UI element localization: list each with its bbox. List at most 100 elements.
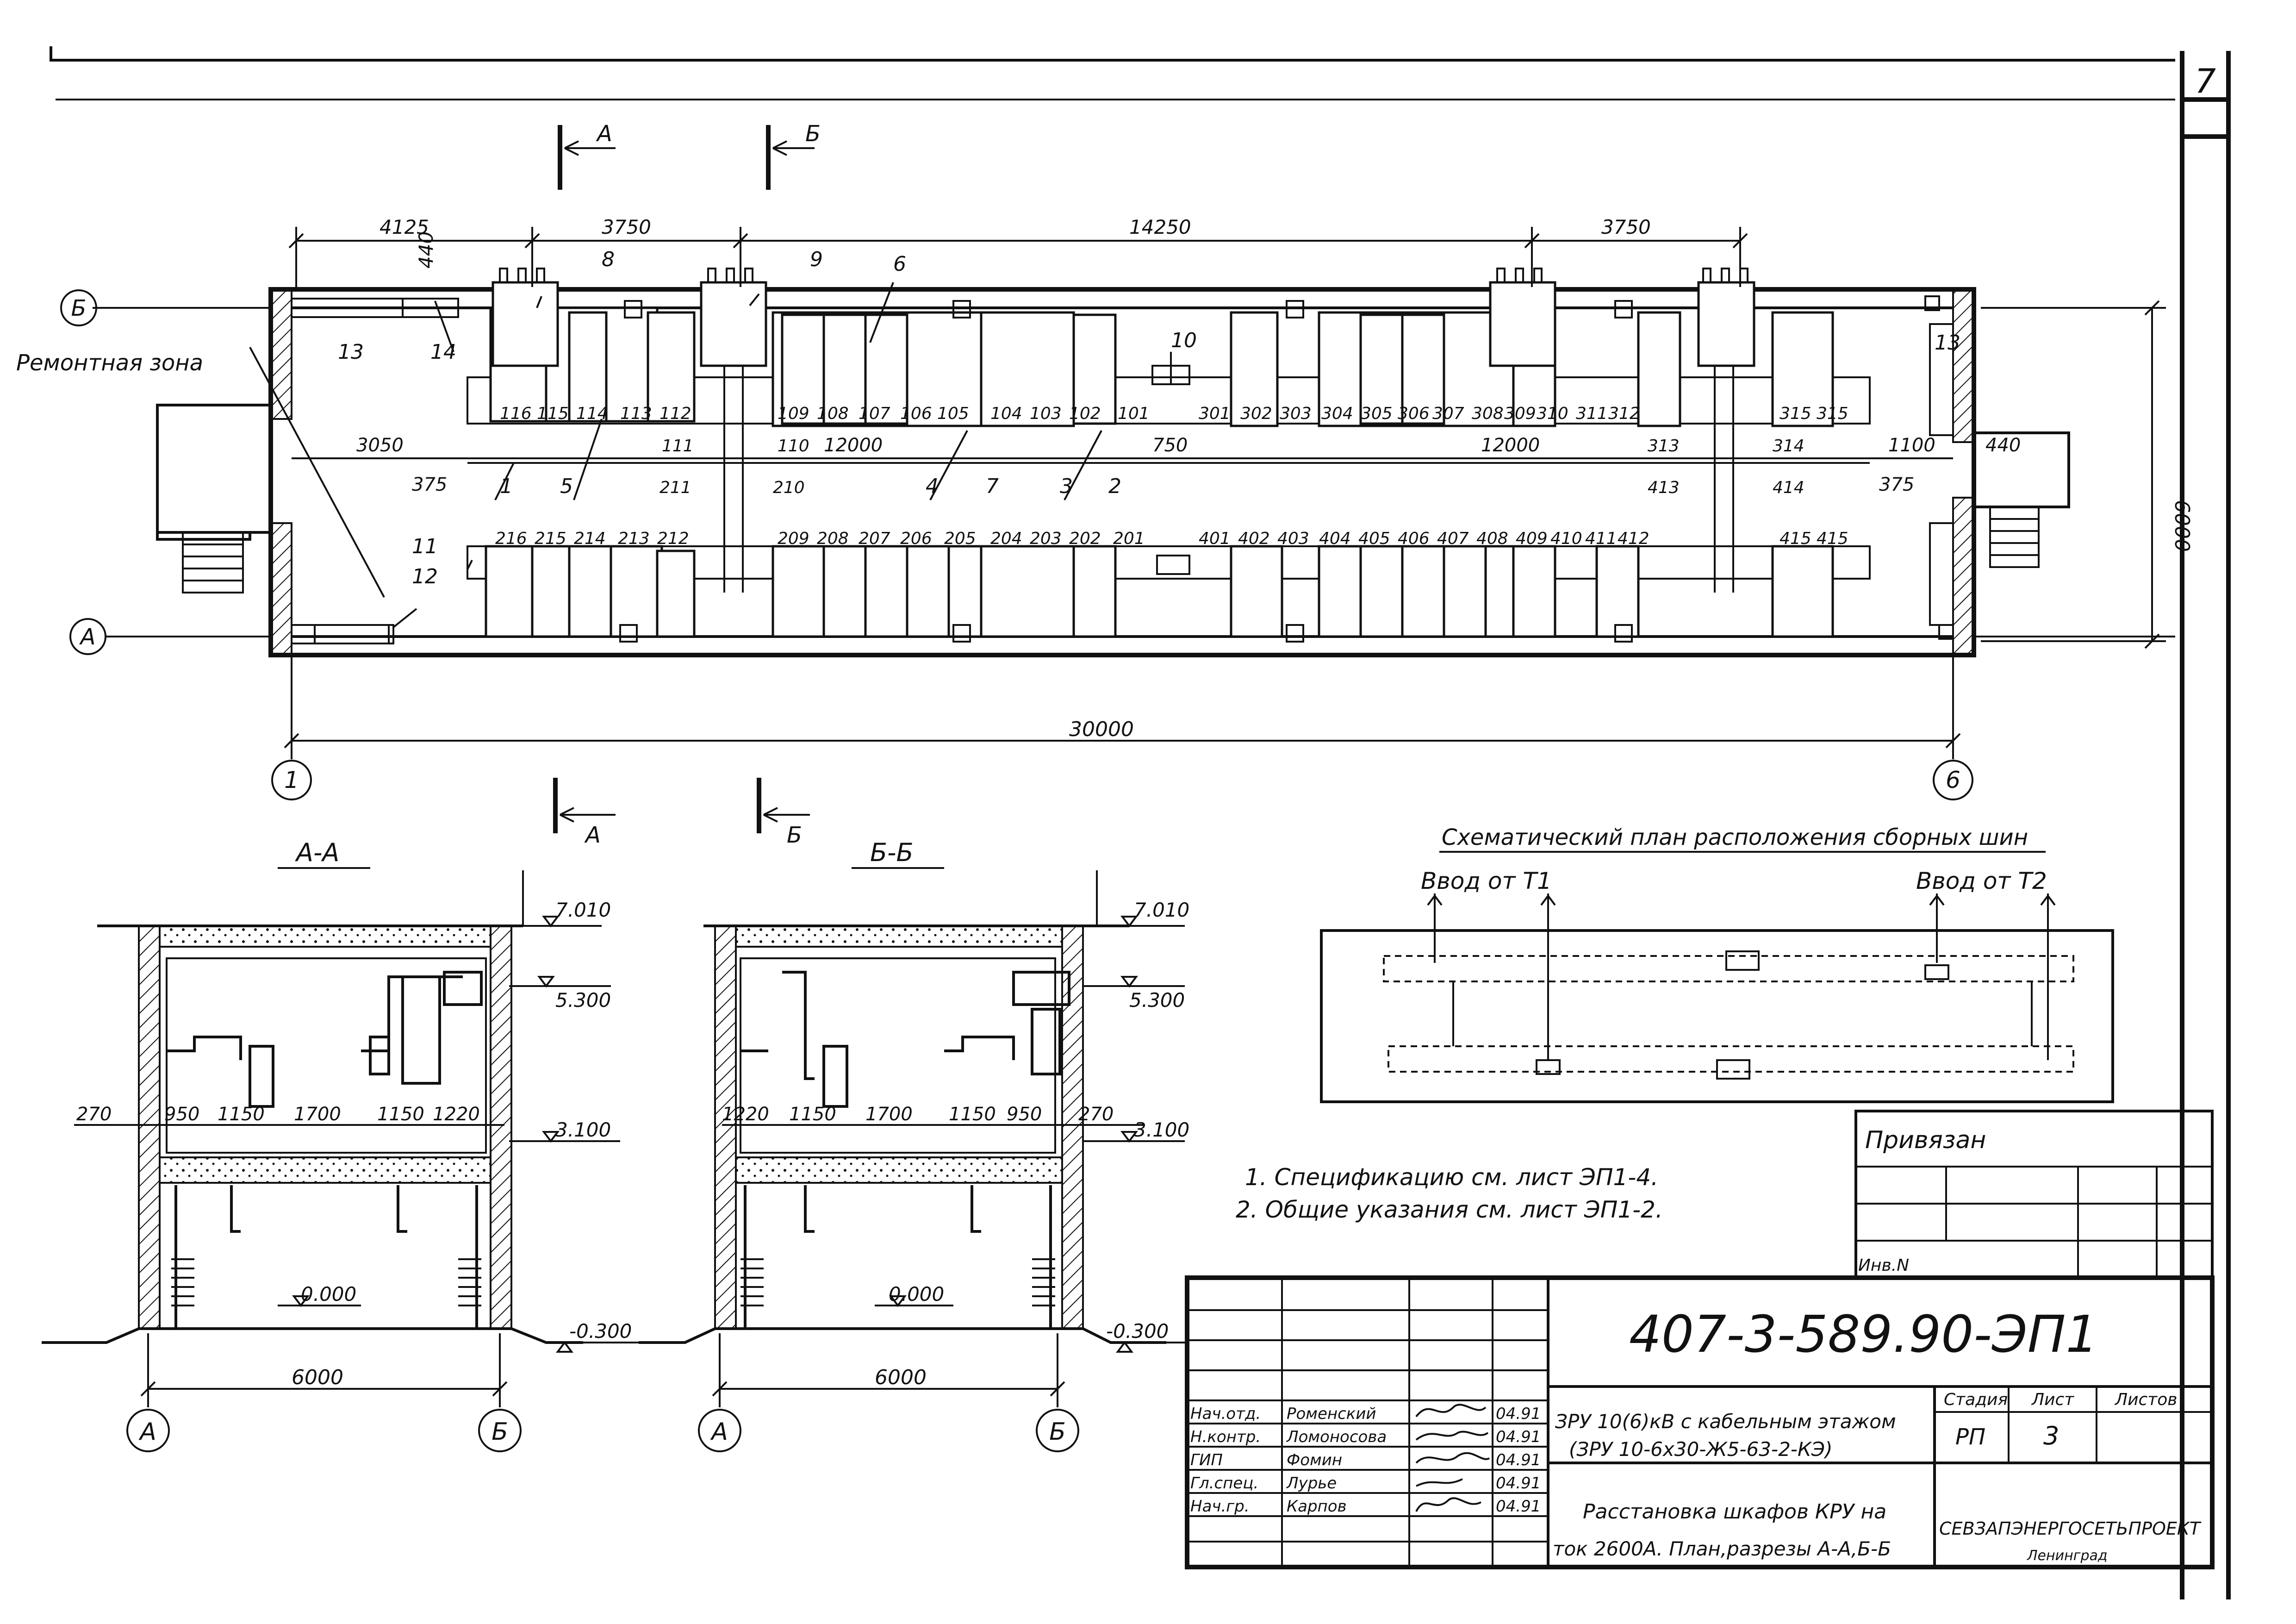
- axis-marker-1: 1: [271, 760, 312, 800]
- cell-216: 216: [495, 529, 527, 548]
- cell-208: 208: [817, 529, 849, 548]
- bus-label-413: 413: [1648, 478, 1680, 497]
- axis-marker-a: А: [69, 618, 106, 655]
- stage-value: РП: [1955, 1424, 1985, 1450]
- sheet-line-2: ток 2600А. План,разрезы А-А,Б-Б: [1553, 1537, 1891, 1560]
- dim-3750-left: 3750: [602, 216, 651, 238]
- staff-name-1: Роменский: [1287, 1405, 1376, 1423]
- bb-width-5: 950: [1007, 1104, 1042, 1125]
- section-aa-title: А-А: [295, 838, 339, 867]
- bus-corridor-top: [467, 376, 1871, 425]
- staff-date-5: 04.91: [1496, 1497, 1541, 1516]
- svg-text:Б: Б: [492, 1418, 508, 1446]
- cell-102: 102: [1069, 404, 1101, 423]
- aa-axis-a: А: [126, 1409, 170, 1452]
- repair-zone-label: Ремонтная зона: [16, 350, 203, 376]
- privyazan-block: Привязан Инв.N: [1854, 1110, 2214, 1279]
- svg-text:А: А: [596, 121, 612, 147]
- section-cut-mark-b: Б: [757, 778, 810, 848]
- dim-375-left: 375: [412, 474, 447, 495]
- repair-zone-annex: [156, 404, 271, 534]
- dim-30000: 30000: [1069, 718, 1134, 741]
- cell-301: 301: [1199, 404, 1231, 423]
- cell-412: 412: [1618, 529, 1649, 548]
- cell-315a: 315: [1780, 404, 1811, 423]
- input-t2-label: Ввод от Т2: [1916, 868, 2047, 894]
- staff-role-1: Нач.отд.: [1190, 1405, 1261, 1423]
- bb-elev-ground: -0.300: [1106, 1320, 1169, 1343]
- staff-role-5: Нач.гр.: [1190, 1497, 1250, 1516]
- cell-401: 401: [1199, 529, 1231, 548]
- cell-202: 202: [1069, 529, 1101, 548]
- callout-3: 3: [1060, 475, 1073, 498]
- cell-212: 212: [657, 529, 689, 548]
- row2-left-numbers: 216 215 214 213 212: [495, 529, 689, 548]
- callout-10: 10: [1171, 329, 1197, 352]
- object-line-2: (ЗРУ 10-6х30-Ж5-63-2-КЭ): [1569, 1438, 1832, 1461]
- cell-115: 115: [537, 404, 569, 423]
- top-dimension-chain: [288, 227, 1748, 292]
- cell-310: 310: [1537, 404, 1568, 423]
- dim-750: 750: [1152, 435, 1188, 456]
- section-aa: А А-А: [42, 778, 639, 1452]
- dim-375-right: 375: [1879, 474, 1914, 495]
- bus-label-211: 211: [660, 478, 691, 497]
- cabinet-row-bottom: [485, 545, 1834, 638]
- bb-width-3: 1700: [865, 1104, 913, 1125]
- cell-104: 104: [990, 404, 1022, 423]
- row1-mid-numbers: 109 108 107 106 105 104 103 102 101: [778, 404, 1150, 423]
- aa-elev-floor: 3.100: [555, 1118, 611, 1141]
- cell-204: 204: [990, 529, 1022, 548]
- callout-5: 5: [560, 475, 573, 498]
- cell-303: 303: [1280, 404, 1312, 423]
- section-bb-title: Б-Б: [870, 838, 914, 867]
- sheet-number: 7: [2195, 62, 2216, 100]
- wall-right-upper: [1952, 288, 1975, 443]
- cell-213: 213: [618, 529, 650, 548]
- dim-6000-right: 6000: [2170, 500, 2194, 552]
- cell-404: 404: [1319, 529, 1351, 548]
- sheet-frame: [50, 46, 2231, 1599]
- callout-6: 6: [893, 252, 906, 276]
- aa-width-5: 1150: [377, 1104, 424, 1125]
- axis-marker-6: 6: [1933, 760, 1973, 800]
- title-block: 407-3-589.90-ЭП1 ЗРУ 10(6)кВ с кабельным…: [1185, 1275, 2215, 1569]
- cell-411: 411: [1585, 529, 1617, 548]
- cell-106: 106: [900, 404, 932, 423]
- callout-13-right: 13: [1935, 331, 1960, 355]
- cell-201: 201: [1113, 529, 1145, 548]
- organization-city: Ленинград: [2027, 1548, 2108, 1564]
- cell-415b: 415: [1817, 529, 1848, 548]
- cell-403: 403: [1277, 529, 1309, 548]
- callout-14: 14: [430, 340, 456, 364]
- bus-label-313: 313: [1648, 437, 1680, 456]
- cell-209: 209: [778, 529, 809, 548]
- cell-113: 113: [620, 404, 652, 423]
- aa-width-6: 1220: [433, 1104, 480, 1125]
- lead-in-cells: [492, 268, 1755, 593]
- right-dimension: [1981, 300, 2166, 649]
- aa-elev-bus: 5.300: [555, 989, 611, 1012]
- dim-440-right: 440: [1985, 435, 2021, 456]
- dim-12000-left: 12000: [824, 435, 883, 456]
- dim-12000-right: 12000: [1481, 435, 1540, 456]
- callout-leaders: [392, 282, 1172, 628]
- aa-axis-b: Б: [478, 1409, 522, 1452]
- staff-name-4: Лурье: [1286, 1474, 1337, 1493]
- cell-304: 304: [1321, 404, 1353, 423]
- aa-width-total: 6000: [292, 1366, 343, 1389]
- svg-text:А: А: [584, 822, 601, 848]
- cell-410: 410: [1550, 529, 1582, 548]
- svg-text:1: 1: [284, 767, 299, 793]
- callout-4: 4: [926, 475, 939, 498]
- cell-312: 312: [1608, 404, 1640, 423]
- svg-text:6: 6: [1946, 767, 1960, 793]
- dim-3750-right: 3750: [1601, 216, 1651, 238]
- cell-408: 408: [1476, 529, 1508, 548]
- cell-409: 409: [1516, 529, 1548, 548]
- dim-4125: 4125: [380, 216, 429, 238]
- cell-108: 108: [817, 404, 849, 423]
- cell-315b: 315: [1817, 404, 1848, 423]
- bus-label-210: 210: [773, 478, 805, 497]
